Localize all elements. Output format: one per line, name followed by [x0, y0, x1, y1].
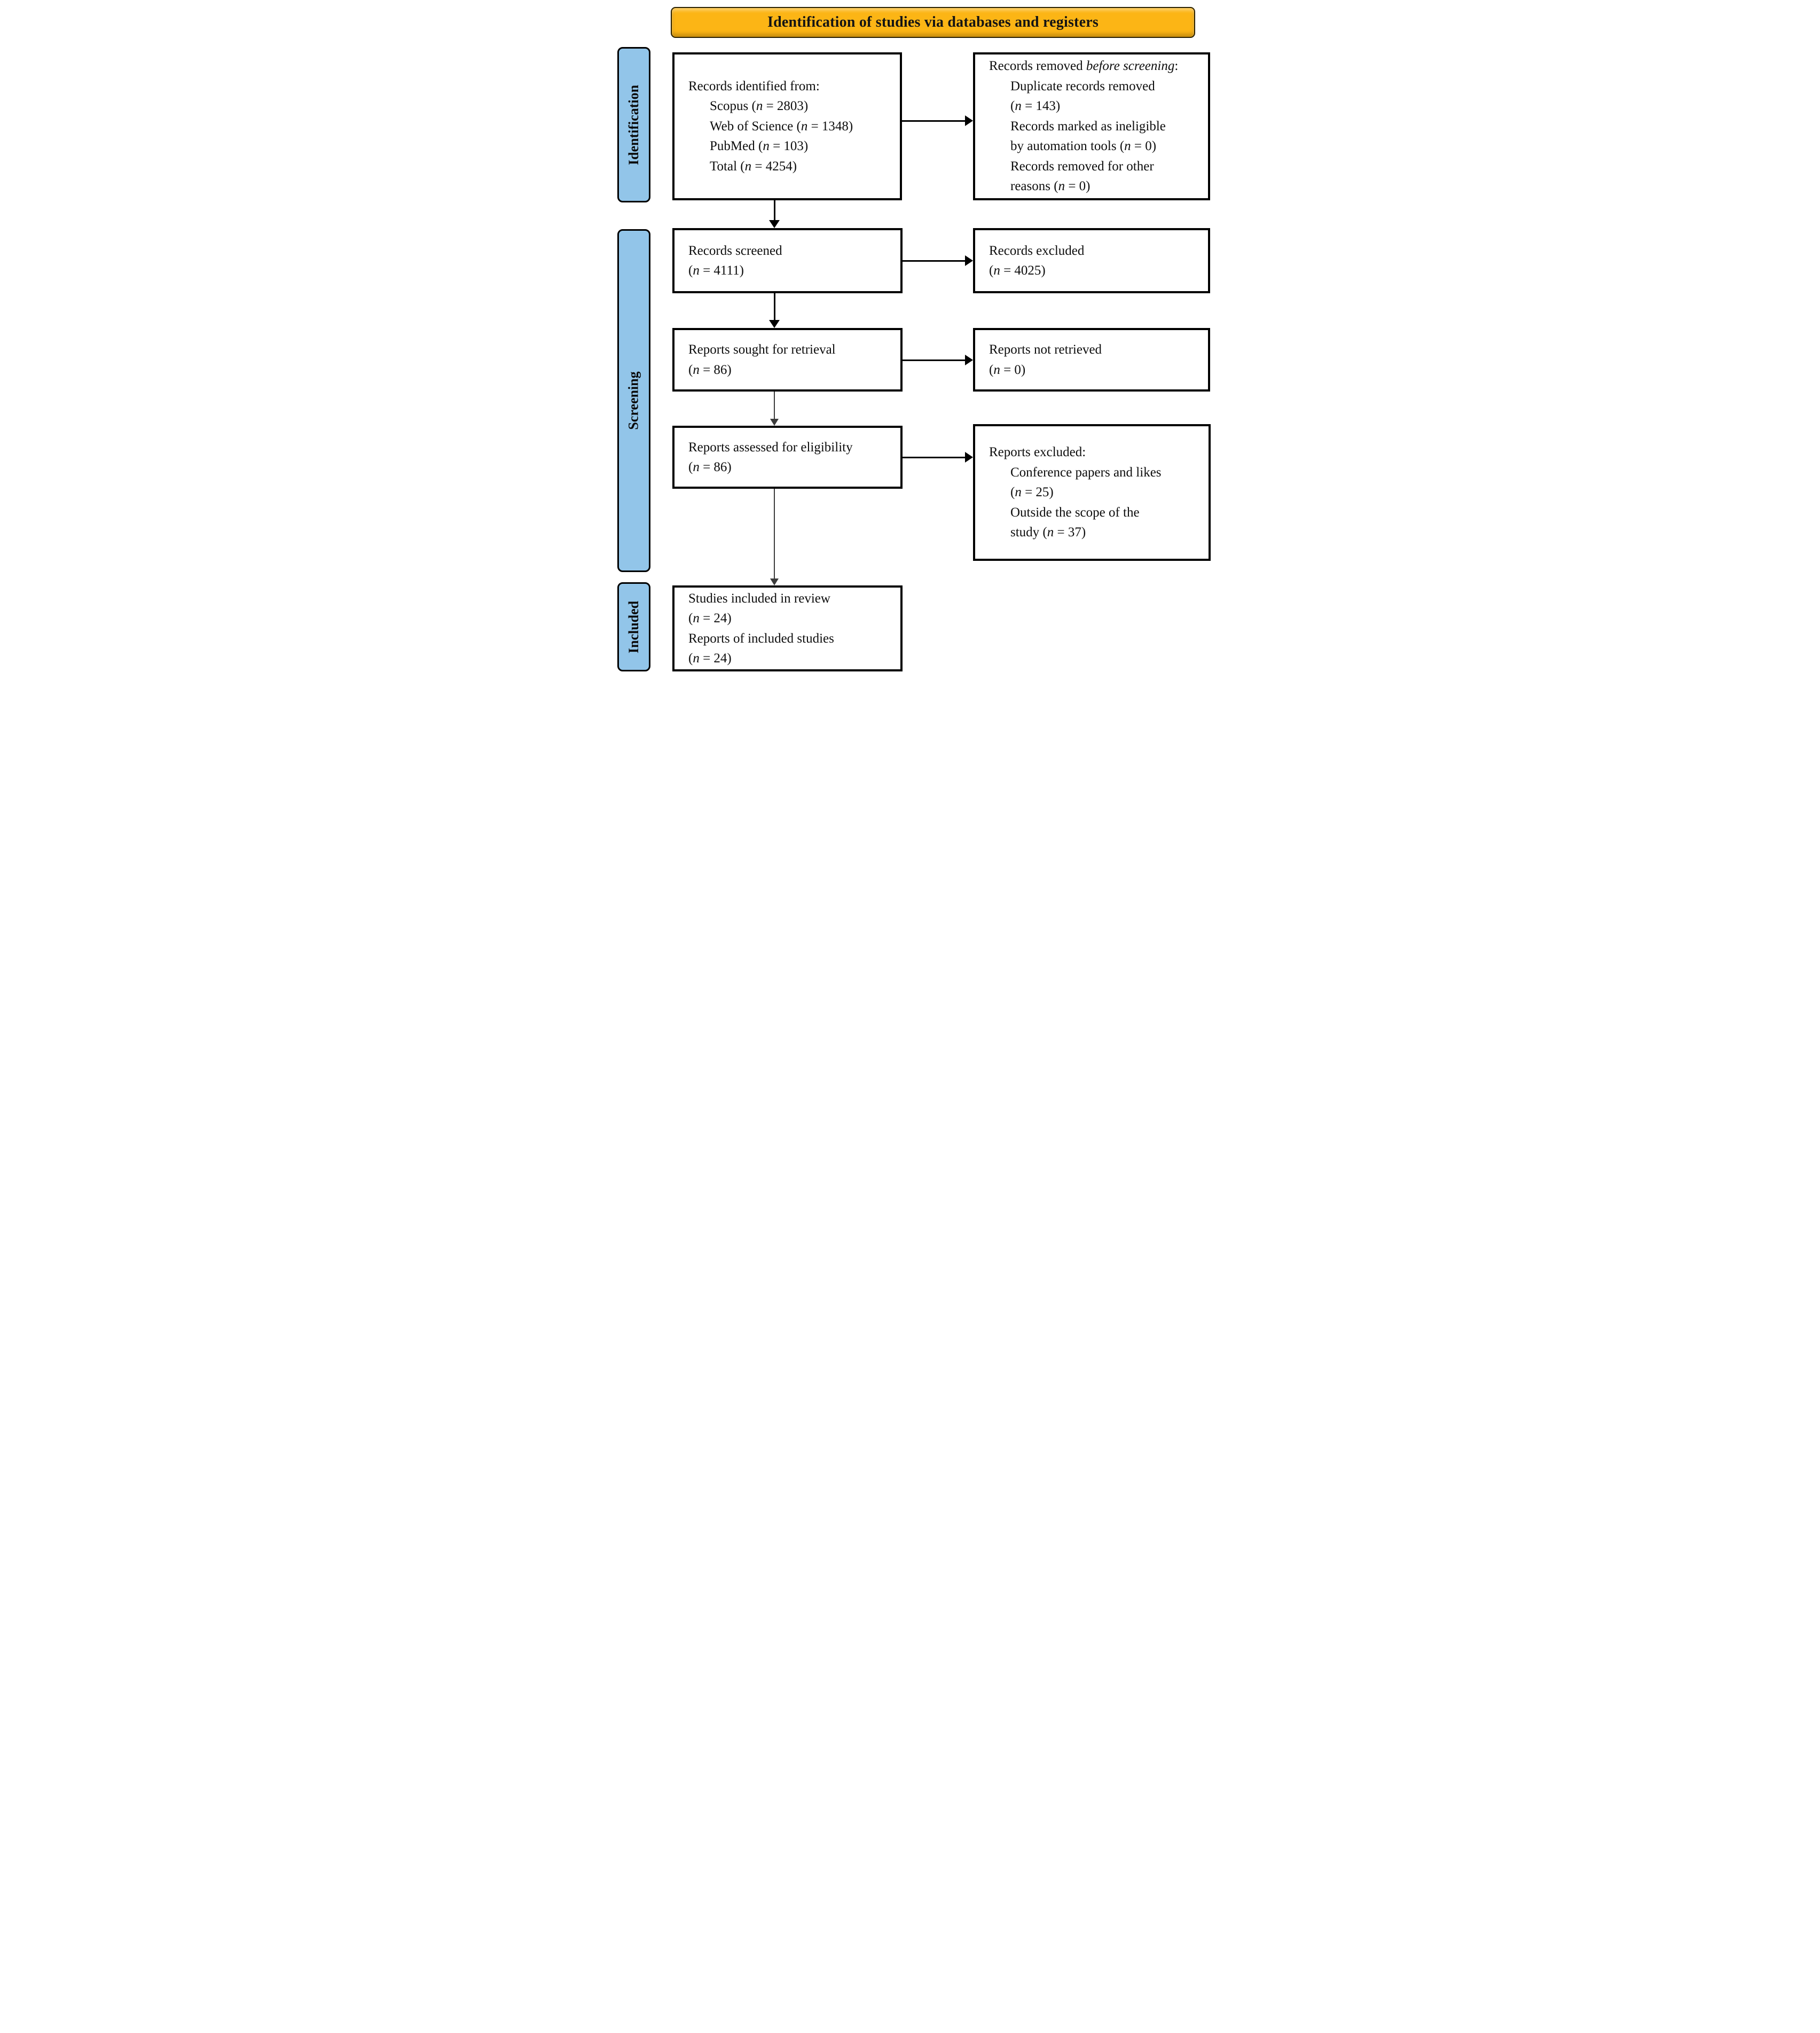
box-excluded-reports-line: (n = 25): [1010, 485, 1054, 500]
arrow-shaft: [903, 456, 967, 458]
sidebar-stage-screening-label: Screening: [626, 371, 642, 430]
box-removed-line: Duplicate records removed: [1010, 79, 1155, 93]
box-not-retrieved-line: Reports not retrieved: [989, 342, 1102, 357]
arrow-screened-to-excluded-records: [903, 255, 973, 266]
sidebar-stage-identification: Identification: [617, 47, 650, 202]
arrow-sought-to-not-retrieved: [903, 355, 973, 365]
box-identified-line: PubMed (n = 103): [710, 139, 809, 154]
box-identified-line: Web of Science (n = 1348): [710, 119, 853, 134]
box-identified-line: Records identified from:: [688, 79, 820, 93]
arrow-screened-to-sought: [769, 293, 780, 328]
arrow-assessed-to-included: [769, 489, 780, 585]
arrow-shaft: [773, 293, 775, 322]
sidebar-stage-screening: Screening: [617, 229, 650, 572]
box-screened-line: Records screened: [688, 243, 782, 258]
arrowhead-down-icon: [769, 320, 780, 328]
box-removed-line: Records removed for other: [1010, 159, 1154, 174]
banner: Identification of studies via databases …: [671, 7, 1195, 38]
arrow-identified-to-removed: [902, 115, 973, 126]
arrow-identified-to-screened: [769, 200, 780, 228]
arrowhead-down-icon: [770, 578, 779, 585]
box-included-line: (n = 24): [688, 651, 732, 666]
sidebar-stage-included-label: Included: [626, 600, 642, 653]
box-excluded-reports-line: Outside the scope of the: [1010, 505, 1140, 520]
flow-box-sought: Reports sought for retrieval (n = 86): [672, 328, 903, 392]
arrow-shaft: [773, 200, 775, 222]
box-excluded-reports-line: study (n = 37): [1010, 525, 1086, 540]
box-removed-line: (n = 143): [1010, 99, 1061, 114]
box-excluded-records-line: (n = 4025): [989, 263, 1046, 278]
flow-box-excluded-reports: Reports excluded: Conference papers and l…: [973, 424, 1211, 561]
box-identified-line: Scopus (n = 2803): [710, 99, 809, 114]
arrow-shaft: [903, 260, 967, 262]
arrowhead-down-icon: [770, 419, 779, 426]
flow-box-identified: Records identified from: Scopus (n = 2803…: [672, 52, 902, 200]
box-included-line: (n = 24): [688, 611, 732, 625]
box-removed-line: by automation tools (n = 0): [1010, 139, 1157, 154]
box-assessed-line: (n = 86): [688, 460, 732, 474]
arrow-shaft: [903, 359, 967, 361]
box-excluded-records-line: Records excluded: [989, 243, 1085, 258]
box-removed-line: Records marked as ineligible: [1010, 119, 1166, 134]
sidebar-stage-included: Included: [617, 582, 650, 671]
flow-box-assessed: Reports assessed for eligibility (n = 86): [672, 426, 903, 489]
arrow-shaft: [902, 120, 967, 122]
flow-box-excluded-records: Records excluded (n = 4025): [973, 228, 1210, 293]
box-removed-line: Records removed before screening:: [989, 59, 1179, 74]
box-sought-line: Reports sought for retrieval: [688, 342, 836, 357]
arrow-shaft: [774, 392, 775, 419]
arrowhead-right-icon: [965, 255, 973, 266]
banner-title: Identification of studies via databases …: [767, 14, 1099, 30]
flow-box-removed: Records removed before screening: Duplica…: [973, 52, 1210, 200]
prisma-flow-diagram: Identification of studies via databases …: [608, 0, 1212, 675]
box-sought-line: (n = 86): [688, 362, 732, 377]
arrow-shaft: [774, 489, 775, 579]
box-included-line: Reports of included studies: [688, 631, 834, 646]
box-excluded-reports-line: Reports excluded:: [989, 445, 1086, 460]
box-removed-line: reasons (n = 0): [1010, 179, 1091, 194]
arrow-assessed-to-excluded-reports: [903, 452, 973, 463]
box-screened-line: (n = 4111): [688, 263, 744, 278]
flow-box-screened: Records screened (n = 4111): [672, 228, 903, 293]
arrowhead-right-icon: [965, 452, 973, 463]
arrowhead-down-icon: [769, 220, 780, 228]
box-identified-line: Total (n = 4254): [710, 159, 797, 174]
arrowhead-right-icon: [965, 115, 973, 126]
arrowhead-right-icon: [965, 355, 973, 365]
box-included-line: Studies included in review: [688, 591, 830, 606]
flow-box-included: Studies included in review (n = 24) Report…: [672, 585, 903, 671]
box-excluded-reports-line: Conference papers and likes: [1010, 465, 1162, 480]
sidebar-stage-identification-label: Identification: [626, 84, 642, 165]
box-not-retrieved-line: (n = 0): [989, 362, 1026, 377]
flow-box-not-retrieved: Reports not retrieved (n = 0): [973, 328, 1210, 392]
box-assessed-line: Reports assessed for eligibility: [688, 440, 853, 455]
arrow-sought-to-assessed: [769, 392, 780, 426]
